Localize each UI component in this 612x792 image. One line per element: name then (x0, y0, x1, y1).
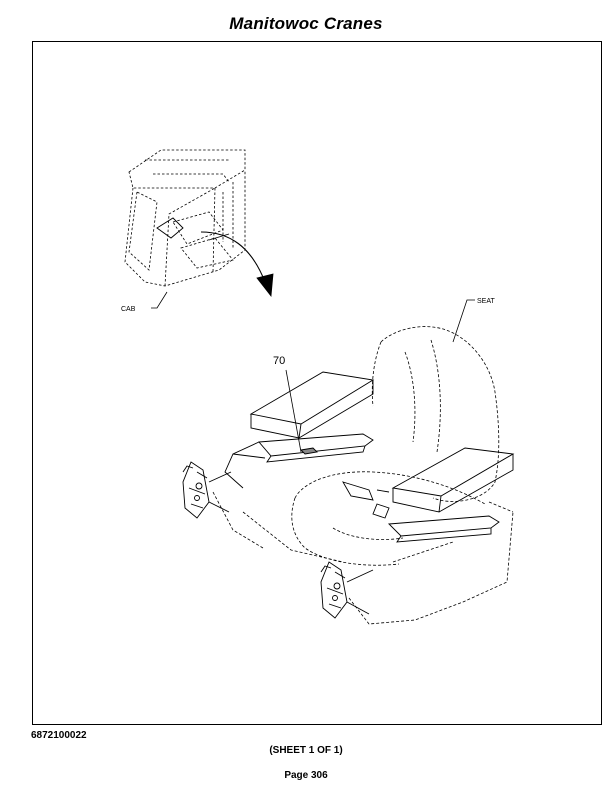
left-mount (182, 461, 232, 519)
cab-illustration (124, 149, 246, 287)
parts-drawing: CAB SEAT 70 (121, 149, 515, 625)
item-70-callout-label: 70 (273, 355, 285, 367)
page-header-title: Manitowoc Cranes (229, 14, 383, 33)
sheet-indicator: (SHEET 1 OF 1) (269, 745, 343, 756)
seat-callout-label: SEAT (477, 298, 495, 305)
seat-illustration (212, 326, 514, 625)
left-armrest (224, 371, 375, 489)
drawing-frame: CAB SEAT 70 (32, 41, 602, 725)
document-number: 6872100022 (31, 730, 87, 741)
page-number: Page 306 (284, 770, 328, 781)
right-mount (320, 561, 374, 619)
cab-callout-label: CAB (121, 306, 136, 313)
right-armrest (342, 447, 515, 543)
